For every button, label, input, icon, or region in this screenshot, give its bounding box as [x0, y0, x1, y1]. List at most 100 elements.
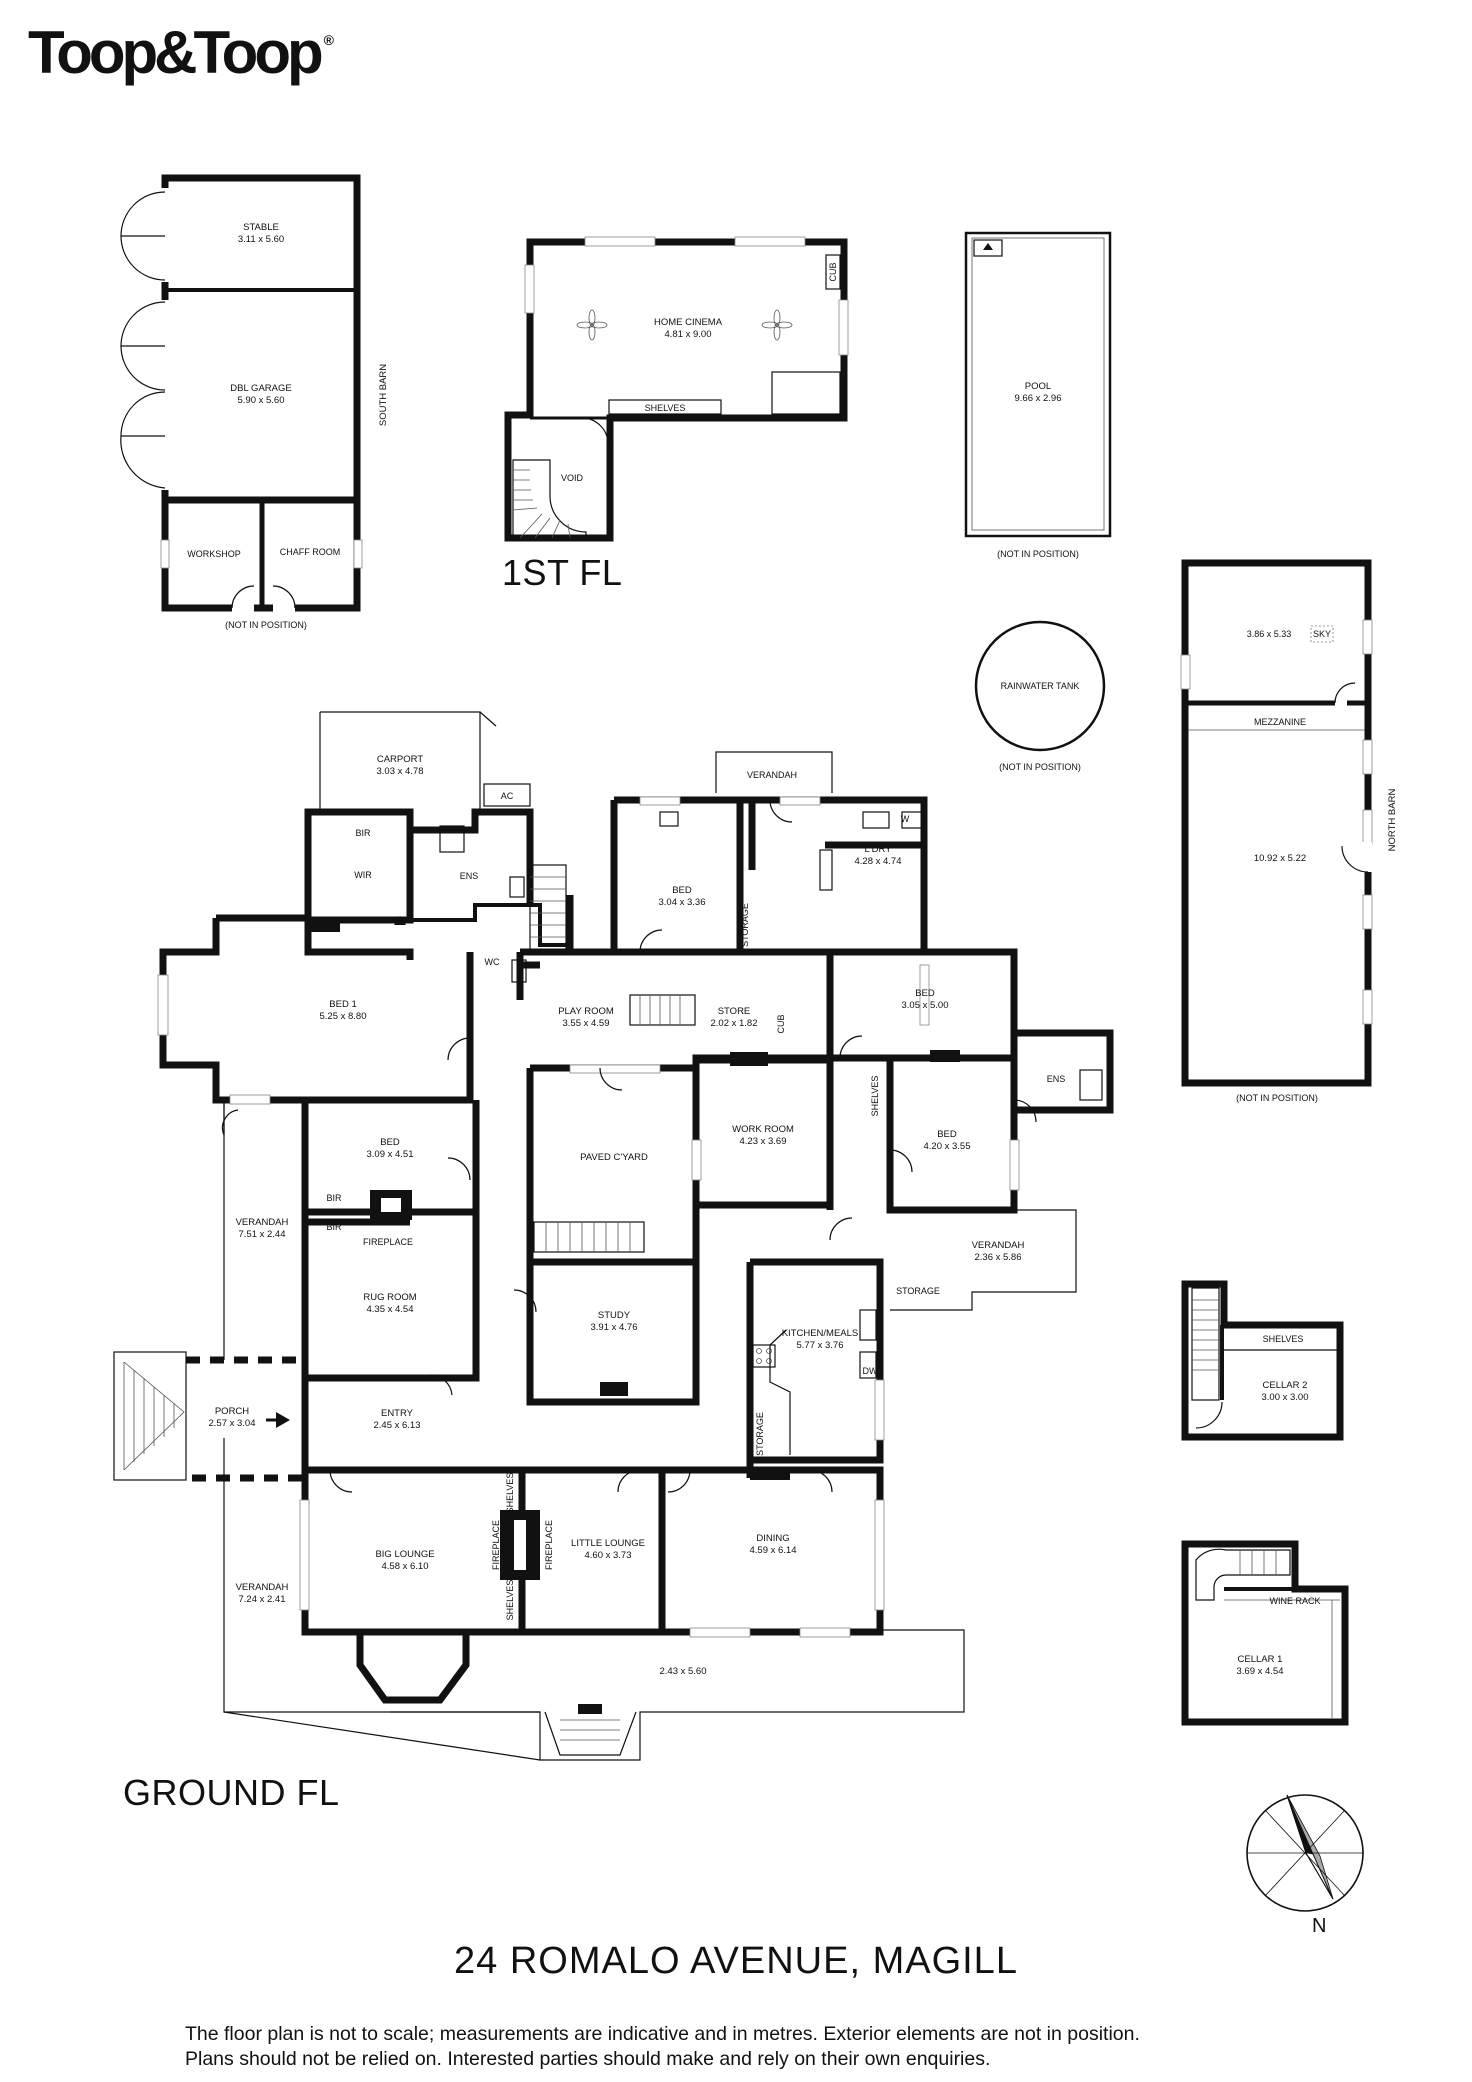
- cellar2-name: CELLAR 2: [1263, 1380, 1308, 1391]
- workroom-name: WORK ROOM: [732, 1124, 794, 1135]
- entry-dim: 2.45 x 6.13: [373, 1420, 420, 1431]
- big-lounge-name: BIG LOUNGE: [375, 1549, 434, 1560]
- bir-label: BIR: [355, 828, 371, 838]
- rug-room-name: RUG ROOM: [363, 1292, 416, 1303]
- stairs-icon: [629, 994, 696, 1026]
- study-dim: 3.91 x 4.76: [590, 1322, 637, 1333]
- front-steps: [544, 1704, 637, 1756]
- brand-name: Toop&Toop: [28, 19, 324, 86]
- dishwasher-label: DW: [863, 1366, 878, 1376]
- stairs-icon: [1195, 1548, 1291, 1601]
- cinema-name: HOME CINEMA: [654, 317, 723, 328]
- store-dim: 2.02 x 1.82: [710, 1018, 757, 1029]
- cellar-2: [1181, 1280, 1344, 1441]
- ground-floor-plan: [113, 711, 1114, 1761]
- workroom-dim: 4.23 x 3.69: [739, 1136, 786, 1147]
- bir2-label: BIR: [326, 1193, 342, 1203]
- disclaimer-line: The floor plan is not to scale; measurem…: [185, 2023, 1140, 2045]
- stairs-icon: [533, 1221, 645, 1253]
- kitchen-dim: 5.77 x 3.76: [796, 1340, 843, 1351]
- bed-n-name: BED: [672, 885, 692, 896]
- cellar2-dim: 3.00 x 3.00: [1261, 1392, 1308, 1403]
- pool-name: POOL: [1025, 381, 1051, 392]
- north-barn-label: NORTH BARN: [1387, 789, 1398, 852]
- washer-label: W: [901, 814, 910, 824]
- bed1-name: BED 1: [329, 999, 356, 1010]
- verandah-w-name: VERANDAH: [236, 1217, 289, 1228]
- bir3-label: BIR: [326, 1222, 342, 1232]
- workshop-name: WORKSHOP: [187, 549, 241, 559]
- disclaimer-line: Plans should not be relied on. Intereste…: [185, 2048, 991, 2070]
- storage-v-label: STORAGE: [740, 903, 750, 947]
- little-lounge-name: LITTLE LOUNGE: [571, 1538, 645, 1549]
- fireplace3-label: FIREPLACE: [544, 1520, 554, 1570]
- pool-dim: 9.66 x 2.96: [1014, 393, 1061, 404]
- porch-dim: 2.57 x 3.04: [208, 1418, 255, 1429]
- playroom-dim: 3.55 x 4.59: [562, 1018, 609, 1029]
- ens-label: ENS: [460, 871, 479, 881]
- store-name: STORE: [718, 1006, 751, 1017]
- south-barn-label: SOUTH BARN: [378, 364, 389, 426]
- playroom-name: PLAY ROOM: [558, 1006, 614, 1017]
- rug-room-dim: 4.35 x 4.54: [366, 1304, 413, 1315]
- fireplace-label: FIREPLACE: [363, 1237, 413, 1247]
- store-cub-label: CUB: [776, 1014, 786, 1033]
- dining-dim: 4.59 x 6.14: [749, 1545, 796, 1556]
- stable-dim: 3.11 x 5.60: [238, 234, 284, 245]
- big-lounge-dim: 4.58 x 6.10: [381, 1561, 428, 1572]
- garage-dim: 5.90 x 5.60: [237, 395, 284, 406]
- rainwater-not-in-position: (NOT IN POSITION): [999, 762, 1081, 772]
- study-name: STUDY: [598, 1310, 631, 1321]
- first-floor-plan: [504, 236, 849, 542]
- stairs-icon: [512, 459, 587, 539]
- wir-label: WIR: [354, 870, 372, 880]
- little-lounge-dim: 4.60 x 3.73: [584, 1550, 631, 1561]
- verandah-sw-dim: 7.24 x 2.41: [238, 1594, 285, 1605]
- laundry-dim: 4.28 x 4.74: [854, 856, 901, 867]
- porch-stairs: [113, 1351, 187, 1481]
- void-label: VOID: [561, 473, 584, 483]
- dining-name: DINING: [756, 1533, 789, 1544]
- pool: [964, 231, 1112, 538]
- cellar2-shelves: SHELVES: [1263, 1334, 1304, 1344]
- bed-n-dim: 3.04 x 3.36: [658, 897, 705, 908]
- disclaimer: The floor plan is not to scale; measurem…: [185, 2022, 1335, 2072]
- courtyard-label: PAVED C'YARD: [580, 1152, 648, 1163]
- wc-label: WC: [485, 957, 500, 967]
- first-floor-label: 1ST FL: [502, 552, 623, 593]
- cellar-1: [1181, 1540, 1349, 1726]
- cellar1-dim: 3.69 x 4.54: [1236, 1666, 1283, 1677]
- north-barn-upper-dim: 3.86 x 5.33: [1247, 629, 1292, 639]
- south-barn-not-in-position: (NOT IN POSITION): [225, 620, 307, 630]
- ens2-label: ENS: [1047, 1074, 1066, 1084]
- kitchen-name: KITCHEN/MEALS: [782, 1328, 859, 1339]
- bed-e-name: BED: [915, 988, 935, 999]
- rainwater-tank: [974, 620, 1106, 752]
- bed-w-dim: 3.09 x 4.51: [366, 1149, 413, 1160]
- north-letter: N: [1312, 1915, 1327, 1937]
- garage-name: DBL GARAGE: [230, 383, 291, 394]
- verandah-e-dim: 2.36 x 5.86: [974, 1252, 1021, 1263]
- north-barn-main-dim: 10.92 x 5.22: [1254, 853, 1306, 864]
- entry-name: ENTRY: [381, 1408, 414, 1419]
- cellar1-name: CELLAR 1: [1238, 1654, 1283, 1665]
- chaff-room-name: CHAFF ROOM: [280, 547, 341, 557]
- property-address: 24 ROMALO AVENUE, MAGILL: [454, 1940, 1018, 1982]
- stable-name: STABLE: [243, 222, 279, 233]
- mezzanine-label: MEZZANINE: [1254, 717, 1306, 727]
- bed-se-name: BED: [937, 1129, 957, 1140]
- cinema-dim: 4.81 x 9.00: [664, 329, 711, 340]
- verandah-sw-name: VERANDAH: [236, 1582, 289, 1593]
- ac-label: AC: [501, 791, 514, 801]
- fireplace2-label: FIREPLACE: [491, 1520, 501, 1570]
- north-barn: [1180, 559, 1373, 1087]
- stairs-icon: [529, 864, 567, 954]
- cinema-cub: CUB: [828, 262, 838, 281]
- laundry-name: L'DRY: [865, 844, 893, 855]
- registered-mark: ®: [323, 32, 334, 48]
- bed-w-name: BED: [380, 1137, 400, 1148]
- carport-dim: 3.03 x 4.78: [376, 766, 423, 777]
- shelves-label: SHELVES: [870, 1076, 880, 1117]
- verandah-e-name: VERANDAH: [972, 1240, 1025, 1251]
